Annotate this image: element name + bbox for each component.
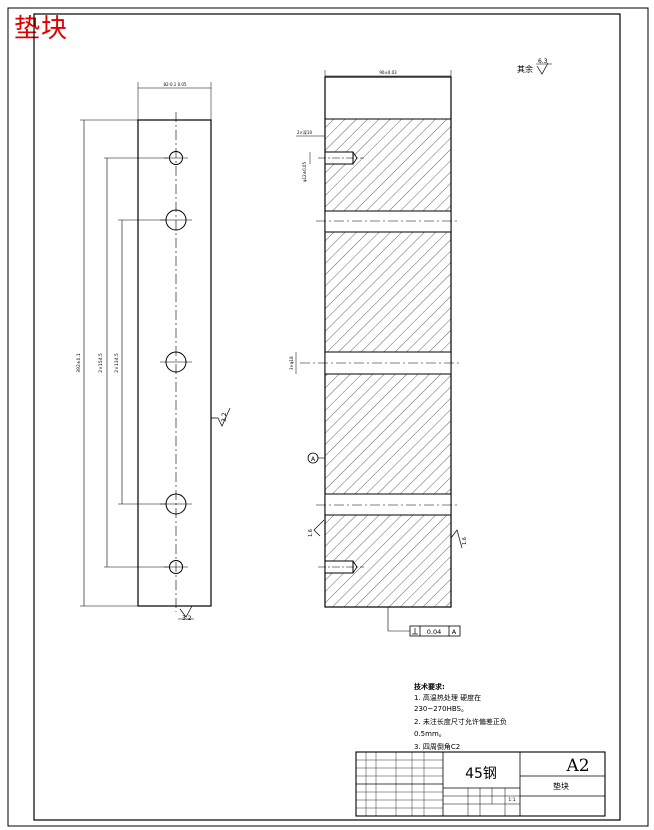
tolerance-frame: 0.04 A	[387, 607, 461, 637]
svg-text:90±0.03: 90±0.03	[379, 70, 397, 75]
roughness-right-side2-value: 1.6	[462, 537, 468, 545]
datum-label: A	[311, 456, 316, 463]
datum-a-marker: A	[307, 452, 325, 464]
inner-border	[33, 13, 621, 821]
roughness-symbol-right-left: 1.6	[308, 519, 325, 537]
svg-text:392±0.1: 392±0.1	[76, 353, 82, 373]
svg-text:82-0.1 0.05: 82-0.1 0.05	[163, 82, 187, 87]
roughness-symbol-right-right: 1.6	[450, 529, 468, 549]
tolerance-datum: A	[452, 628, 457, 636]
roughness-symbol-left-bottom: 3.2	[178, 605, 194, 622]
left-view: 82-0.1 0.05 392±0.1 2×15	[76, 82, 231, 622]
title-block: 45钢 A2 垫块 1:1	[355, 751, 606, 817]
svg-text:φ12±0.05: φ12±0.05	[302, 162, 307, 182]
tolerance-value: 0.04	[427, 628, 441, 636]
svg-text:2×深10: 2×深10	[297, 129, 312, 135]
scale-text: 1:1	[508, 797, 515, 803]
corner-title: 垫块	[14, 14, 69, 44]
material-text: 45钢	[465, 766, 497, 782]
svg-text:2×134.5: 2×134.5	[114, 353, 120, 373]
other-roughness-note: 其余 6.3	[517, 58, 552, 75]
section-view: 90±0.03 2×深10 φ12±0.05 3×φ18 A 1.6 1.6 其…	[289, 58, 552, 637]
sheet-size-text: A2	[565, 756, 589, 776]
roughness-symbol-left-side: 3.2	[211, 407, 231, 427]
left-view-outline	[137, 119, 212, 607]
tech-heading: 技术要求:	[414, 682, 445, 691]
part-name-text: 垫块	[553, 781, 569, 791]
roughness-left-side-value: 3.2	[221, 412, 228, 422]
hatch-region-1	[325, 119, 451, 211]
tech-line-3: 2. 未注长度尺寸允许偏差正负	[414, 717, 507, 726]
outer-border	[7, 7, 649, 827]
roughness-left-view-value: 3.2	[182, 615, 192, 622]
other-roughness-value: 6.3	[538, 58, 548, 65]
hole-large-2	[160, 351, 192, 373]
hatch-region-3	[325, 374, 451, 494]
roughness-right-side-value: 1.6	[308, 529, 314, 537]
svg-text:3×φ18: 3×φ18	[289, 356, 294, 370]
tech-line-4: 0.5mm。	[414, 730, 446, 738]
other-roughness-label: 其余	[517, 64, 533, 74]
tech-line-5: 3. 四周倒角C2	[414, 742, 460, 751]
hatch-region-2	[325, 232, 451, 352]
tech-line-2: 230~270HBS。	[414, 705, 468, 713]
tech-line-1: 1. 高温热处理 硬度在	[414, 693, 481, 702]
svg-text:2×154.5: 2×154.5	[98, 353, 104, 373]
tech-requirements: 技术要求: 1. 高温热处理 硬度在 230~270HBS。 2. 未注长度尺寸…	[414, 682, 507, 751]
